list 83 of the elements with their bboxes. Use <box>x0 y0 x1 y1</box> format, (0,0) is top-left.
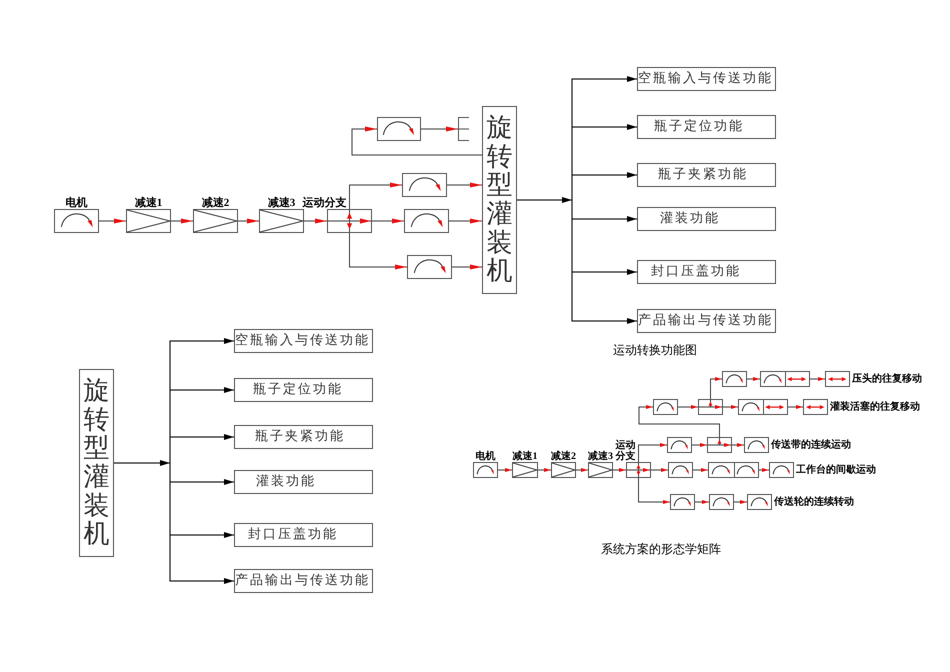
arrow <box>694 500 710 504</box>
arrow <box>170 218 194 224</box>
arrow <box>722 405 738 409</box>
node-label: 减速1 <box>512 451 538 462</box>
motion-box <box>402 173 447 197</box>
arrow <box>170 462 234 584</box>
arrow <box>98 218 126 224</box>
machine-box: 旋转型灌装机 <box>79 369 114 557</box>
motion-label: 压头的往复移动 <box>852 374 922 384</box>
node-label: 电机 <box>66 196 88 209</box>
function-box: 灌装功能 <box>637 207 776 231</box>
motion-box <box>377 117 421 141</box>
motion-label: 灌装活塞的往复移动 <box>830 402 920 412</box>
function-box: 空瓶输入与传送功能 <box>234 329 373 353</box>
motion-box <box>670 494 695 510</box>
arrow <box>612 468 626 472</box>
node-label: 减速2 <box>202 196 230 209</box>
node-label: 减速1 <box>134 196 162 209</box>
function-box: 封口压盖功能 <box>234 523 373 547</box>
arrow <box>238 218 260 224</box>
motion-label: 工作台的间歇运动 <box>796 464 876 476</box>
caption: 系统方案的形态学矩阵 <box>601 541 721 558</box>
node-label: 减速3 <box>268 196 296 209</box>
bracket-symbol <box>458 117 469 141</box>
motion-box <box>653 399 678 415</box>
motion-box <box>668 462 693 478</box>
node-label: 电机 <box>476 451 496 462</box>
motion-box <box>667 437 692 453</box>
arrow <box>732 443 744 447</box>
arrow <box>446 182 482 188</box>
arrow <box>692 468 708 472</box>
arrow <box>572 200 638 324</box>
arrow <box>572 172 638 200</box>
arrow <box>678 405 698 409</box>
machine-box: 旋转型灌装机 <box>482 106 517 294</box>
function-box: 灌装功能 <box>234 470 373 494</box>
arrow <box>448 218 482 224</box>
motion-label: 传送带的连续运动 <box>771 440 851 450</box>
function-box: 瓶子定位功能 <box>637 115 776 139</box>
motion-label: 传送轮的连续转动 <box>774 496 854 508</box>
arrow <box>352 126 482 156</box>
function-box: 产品输出与传送功能 <box>637 309 776 333</box>
arrow <box>304 218 328 224</box>
arrow <box>170 434 234 464</box>
arrow <box>638 478 670 504</box>
arrow <box>420 126 458 132</box>
function-box: 产品输出与传送功能 <box>234 569 373 593</box>
motion-box <box>708 462 759 478</box>
motion-box <box>722 371 747 387</box>
arrow <box>576 468 588 472</box>
motion-box <box>738 399 788 415</box>
arrow <box>692 443 708 447</box>
function-box: 瓶子夹紧功能 <box>637 163 776 187</box>
node-label: 减速3 <box>588 451 613 462</box>
function-box: 空瓶输入与传送功能 <box>637 67 776 91</box>
arrow <box>638 405 720 438</box>
arrow <box>810 377 826 381</box>
function-box: 瓶子定位功能 <box>234 378 373 402</box>
arrow <box>710 377 722 400</box>
node-label: 减速2 <box>551 451 576 462</box>
arrow <box>758 468 770 472</box>
arrow <box>349 232 408 270</box>
arrow <box>538 468 552 472</box>
arrow <box>498 468 512 472</box>
arrow <box>349 182 402 210</box>
arrow <box>638 443 668 462</box>
arrow <box>746 377 760 381</box>
arrow <box>516 197 572 203</box>
arrow <box>734 500 748 504</box>
function-box: 瓶子夹紧功能 <box>234 425 373 449</box>
motion-box <box>709 494 734 510</box>
motion-box <box>404 209 449 233</box>
arrow <box>650 468 668 472</box>
caption: 运动转换功能图 <box>613 342 697 359</box>
function-box: 封口压盖功能 <box>637 260 776 284</box>
arrow <box>114 460 170 466</box>
arrow <box>452 264 482 270</box>
node-label: 运动分支 <box>616 440 636 462</box>
arrow <box>372 218 404 224</box>
arrow <box>788 405 804 409</box>
motion-box <box>407 255 452 279</box>
motion-box <box>760 371 810 387</box>
node-label: 运动分支 <box>302 196 346 209</box>
